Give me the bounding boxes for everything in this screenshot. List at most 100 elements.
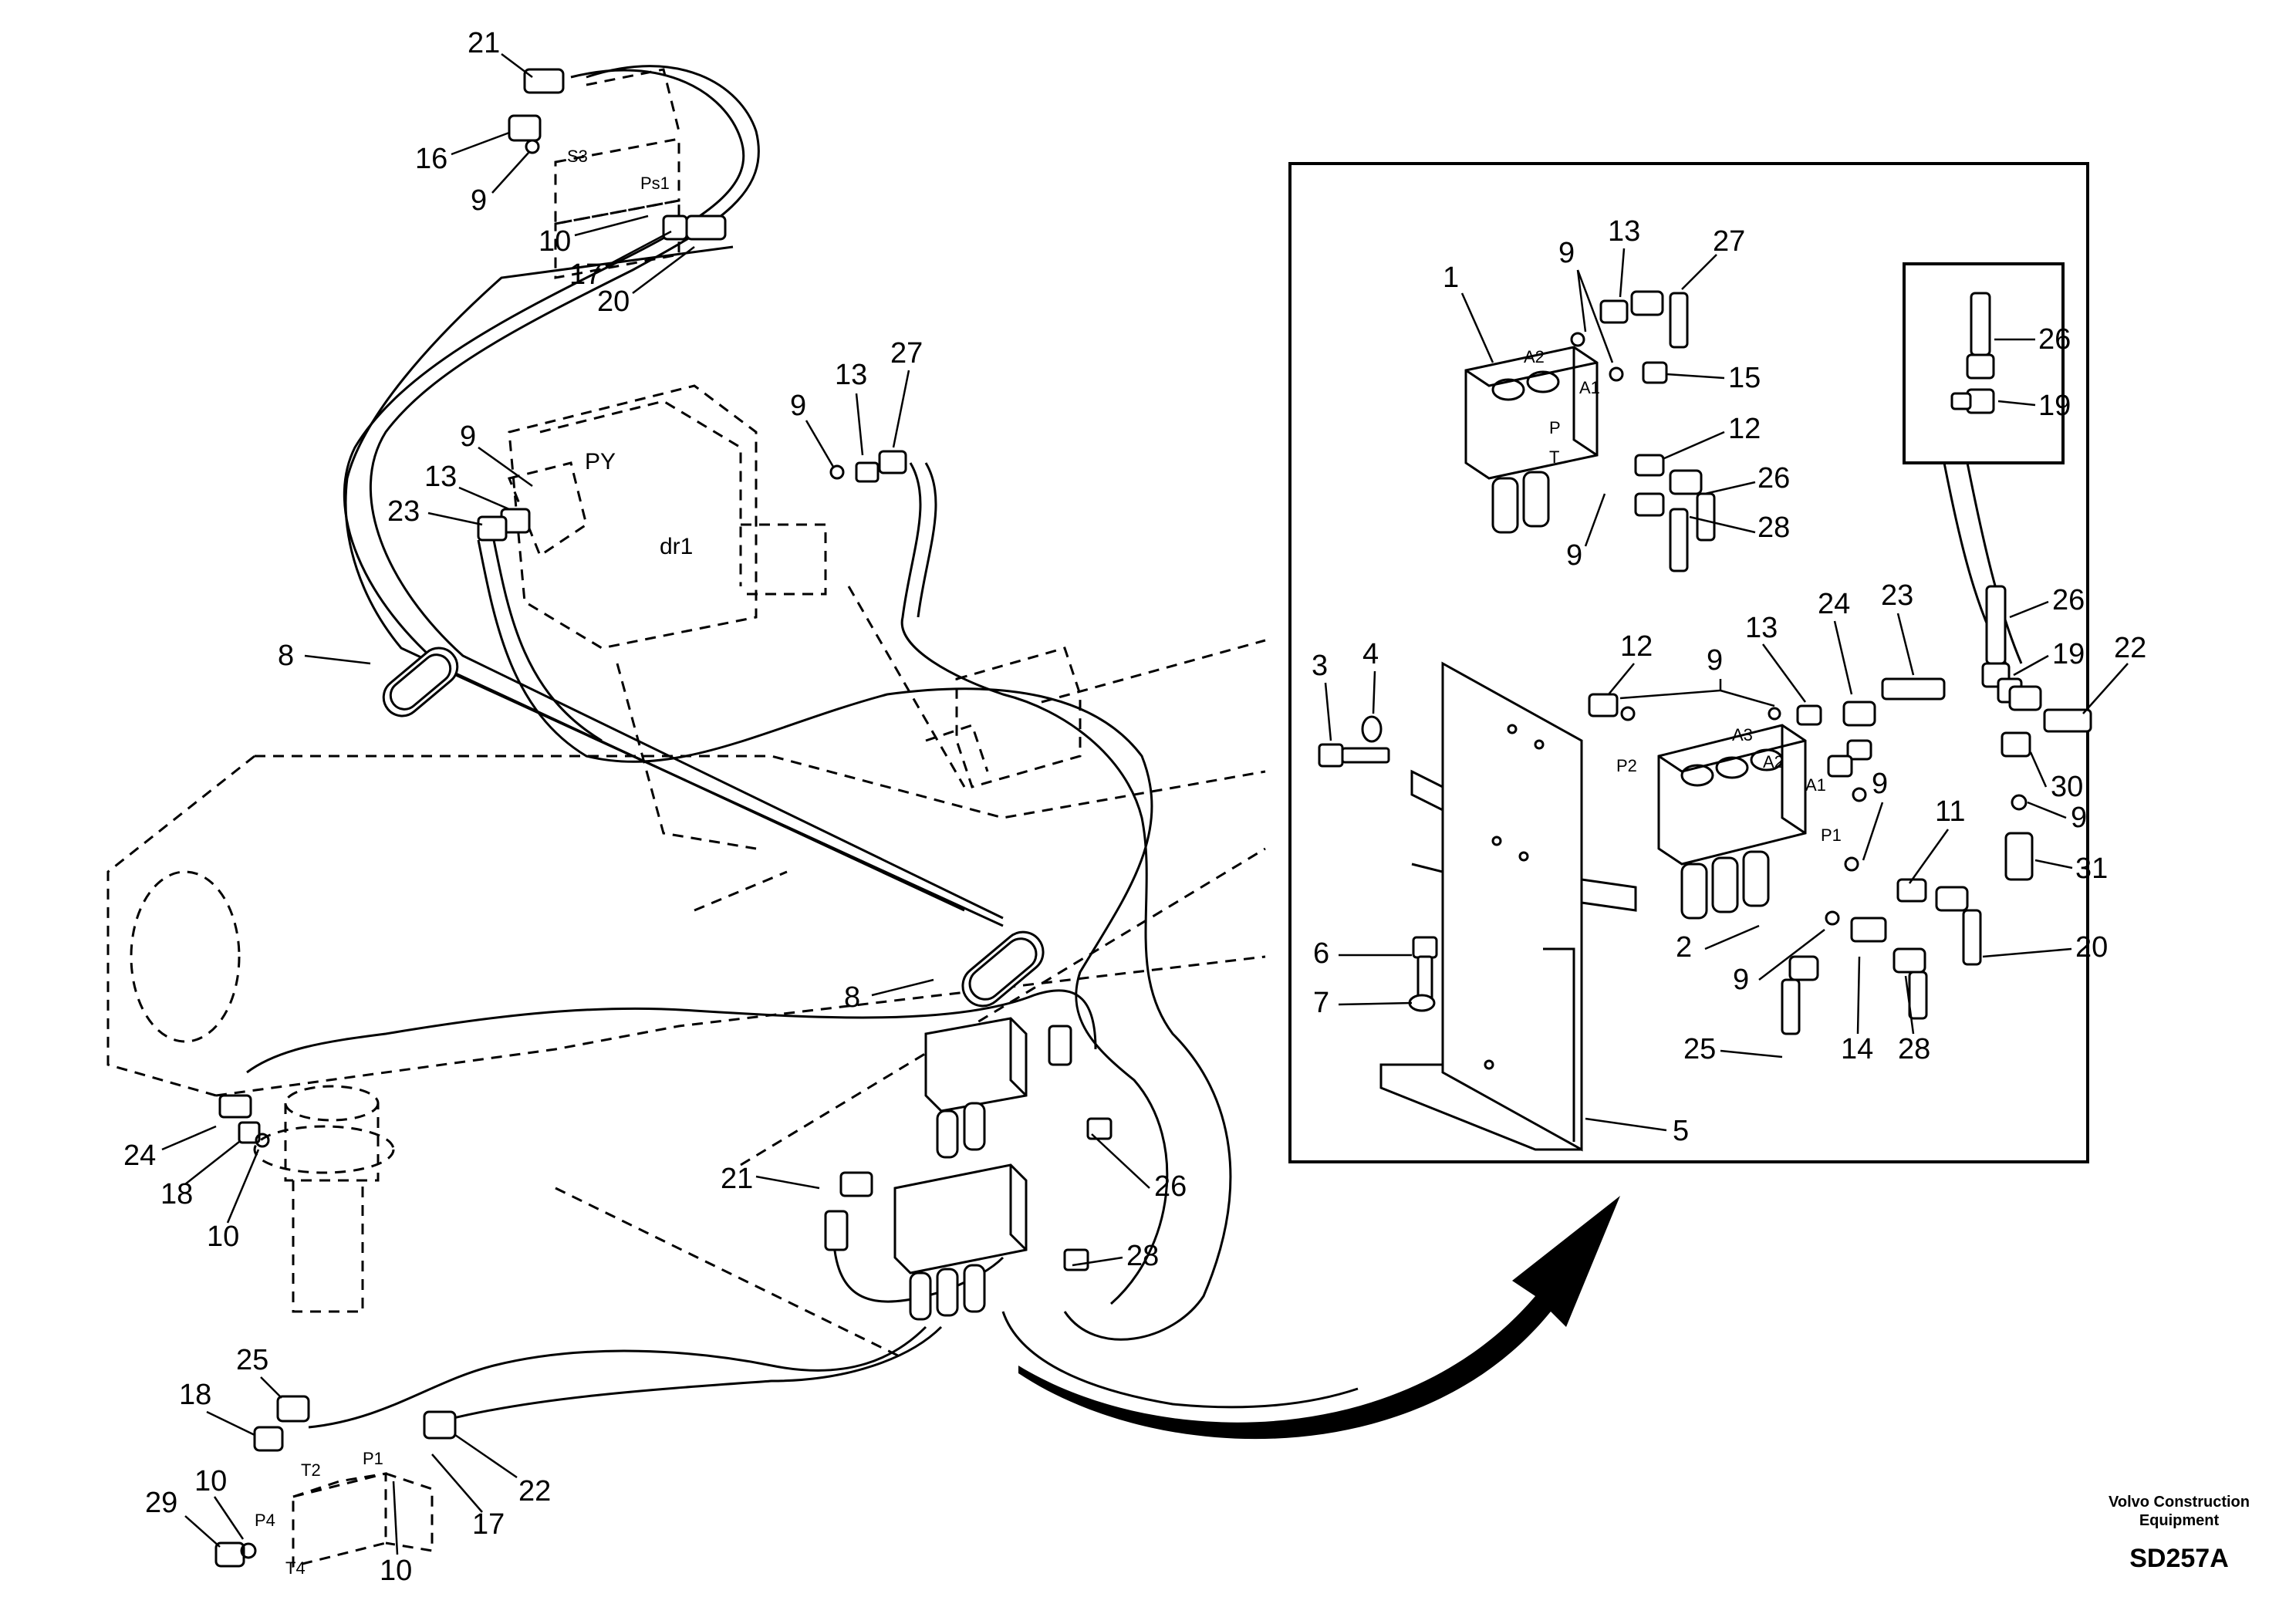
port-label-s3: S3 <box>567 147 588 166</box>
callouts-main-view: 21 16 9 10 17 20 9 13 27 9 13 23 8 8 24 … <box>123 27 1187 1587</box>
inset-tee-assembly <box>1981 585 2092 881</box>
inset-fittings <box>1570 290 1982 1035</box>
callout-label: 28 <box>1898 1033 1930 1065</box>
callout-label: 8 <box>844 981 860 1014</box>
callout-label: 12 <box>1620 630 1653 663</box>
callout-label: 29 <box>145 1487 177 1519</box>
inset-frame <box>1288 162 2089 1163</box>
callout-label: 25 <box>236 1344 268 1376</box>
callout-label: 28 <box>1757 512 1790 544</box>
callout-label: 16 <box>415 143 447 175</box>
callout-label: 13 <box>1608 215 1640 248</box>
callout-label: 13 <box>1745 612 1778 644</box>
inset-bracket <box>1379 661 1637 1152</box>
callout-label: 15 <box>1728 362 1761 394</box>
inset-bolts <box>1318 715 1438 1012</box>
port-label-p1-inset: P1 <box>1821 826 1842 845</box>
inset-valve-1: A2 A1 P T <box>1464 346 1600 534</box>
callout-label: 19 <box>2052 638 2085 670</box>
callout-label: 20 <box>597 285 630 318</box>
hose-routing <box>246 65 1359 1429</box>
callout-label: 6 <box>1313 937 1329 970</box>
callout-label: 1 <box>1443 262 1459 294</box>
callout-label: 21 <box>468 27 500 59</box>
callout-label: 13 <box>835 359 867 391</box>
callout-label: 10 <box>194 1465 227 1497</box>
callout-label: 22 <box>2114 632 2146 664</box>
callout-label: 19 <box>2038 390 2071 422</box>
callout-label: 5 <box>1673 1115 1689 1147</box>
main-view-fittings <box>214 68 907 1568</box>
callout-label: 23 <box>387 495 420 528</box>
callout-label: 28 <box>1126 1240 1159 1272</box>
main-view-valve-blocks <box>824 1017 1113 1321</box>
pilot-valve-block-s3: S3 Ps1 <box>554 68 680 279</box>
transition-arrow <box>1018 1196 1620 1440</box>
callout-label: 2 <box>1676 931 1692 964</box>
port-label-a1-lower: A1 <box>1805 775 1826 795</box>
callout-label: 4 <box>1362 638 1379 670</box>
callout-label: 23 <box>1881 579 1913 612</box>
port-label-a2-upper: A2 <box>1524 347 1545 366</box>
callout-label: 10 <box>380 1555 412 1587</box>
callout-label: 9 <box>1566 539 1582 572</box>
callout-label: 9 <box>1733 964 1749 996</box>
callout-label: 26 <box>2038 323 2071 356</box>
callout-label: 24 <box>1818 588 1850 620</box>
title-block: Volvo Construction Equipment SD257A <box>2109 1493 2250 1574</box>
port-label-a3: A3 <box>1732 725 1753 744</box>
inset-valve-2: A3 A2 A1 P1 P2 <box>1616 724 1842 920</box>
callout-label: 26 <box>1757 462 1790 495</box>
callout-label: 8 <box>278 640 294 672</box>
port-label-t-upper: T <box>1549 447 1559 467</box>
port-label-py: PY <box>585 449 616 474</box>
callout-label: 30 <box>2051 771 2083 803</box>
callout-label: 17 <box>569 258 602 291</box>
console-box <box>925 647 1082 788</box>
callout-label: 12 <box>1728 413 1761 445</box>
callout-label: 26 <box>1154 1170 1187 1203</box>
callout-label: 27 <box>890 337 923 370</box>
port-label-a1-upper: A1 <box>1579 378 1600 397</box>
port-label-p1: P1 <box>363 1449 383 1468</box>
callout-label: 11 <box>1935 795 1965 828</box>
callout-label: 13 <box>424 461 457 493</box>
callout-label: 21 <box>721 1163 753 1195</box>
port-label-t4: T4 <box>285 1558 306 1578</box>
port-label-t2: T2 <box>301 1460 321 1480</box>
hose-clamp-upper <box>382 647 459 717</box>
swivel-joint <box>253 1085 395 1313</box>
callout-label: 9 <box>460 420 476 453</box>
callout-label: 3 <box>1312 650 1328 682</box>
callout-label: 20 <box>2075 931 2108 964</box>
callout-label: 9 <box>2071 802 2087 834</box>
callout-label: 10 <box>539 225 571 258</box>
callout-label: 31 <box>2075 853 2108 885</box>
port-label-p-upper: P <box>1549 418 1561 437</box>
callout-label: 25 <box>1683 1033 1716 1065</box>
hose-clamp-lower <box>961 930 1045 1008</box>
brand-line-1: Volvo Construction <box>2109 1494 2250 1511</box>
callout-label: 9 <box>1707 644 1723 677</box>
port-label-p2: P2 <box>1616 756 1637 775</box>
callout-label: 7 <box>1313 987 1329 1019</box>
port-label-dr1: dr1 <box>660 534 693 559</box>
callouts-inset: 9 13 27 1 15 12 26 28 9 3 4 12 9 13 24 2… <box>1312 215 2108 1147</box>
callout-label: 27 <box>1713 225 1745 258</box>
callout-label: 22 <box>518 1475 551 1508</box>
callout-label: 18 <box>179 1379 211 1411</box>
port-label-ps1: Ps1 <box>640 174 670 193</box>
detail-frame <box>1903 262 2065 464</box>
main-control-valve: PY dr1 <box>507 384 827 650</box>
port-label-p4: P4 <box>255 1511 275 1530</box>
callout-label: 9 <box>1872 768 1888 800</box>
machine-outline <box>106 586 1266 1359</box>
callout-label: 9 <box>471 184 487 217</box>
port-label-a2-lower: A2 <box>1763 752 1784 771</box>
callout-label: 10 <box>207 1221 239 1253</box>
pilot-valve-block-p4: T2 P1 P4 T4 <box>255 1449 434 1578</box>
brand-line-2: Equipment <box>2139 1512 2220 1529</box>
callouts-detail: 26 19 26 19 22 30 9 31 <box>1994 323 2146 885</box>
